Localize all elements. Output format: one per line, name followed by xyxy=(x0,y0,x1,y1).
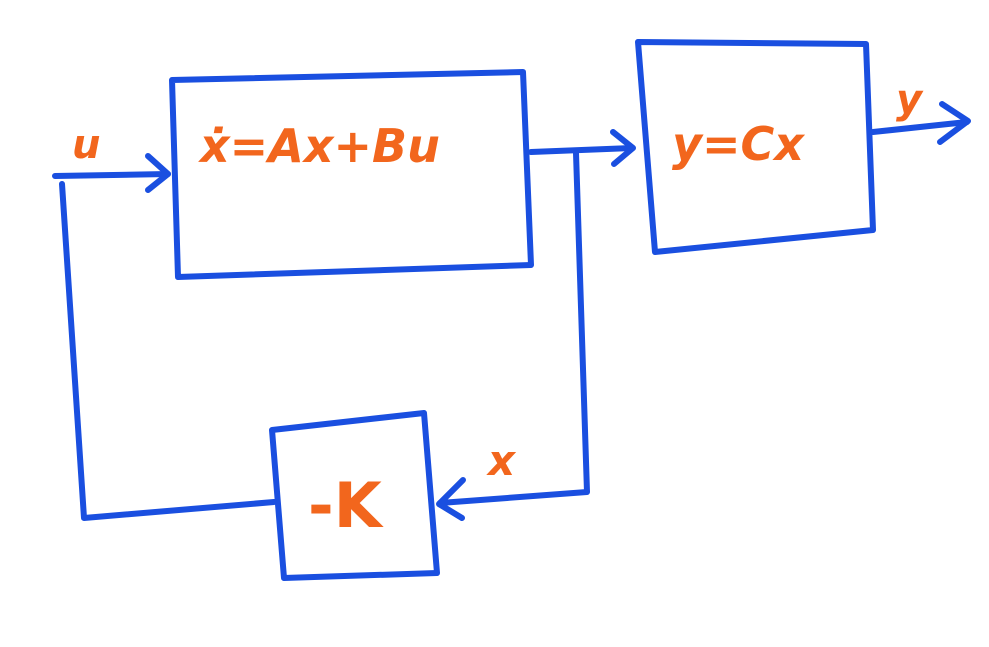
control-feedback xyxy=(59,181,277,521)
state-label: x xyxy=(486,436,517,485)
feedback-wire-down xyxy=(437,150,590,506)
state-equation-box xyxy=(169,69,534,280)
gain-label: -K xyxy=(308,469,384,542)
state-feedback: x xyxy=(436,150,590,521)
output-arrowhead xyxy=(937,101,971,145)
input-wire xyxy=(52,171,171,179)
gain-box xyxy=(269,410,440,581)
state-forward-arrowhead xyxy=(610,129,636,167)
input-label: u xyxy=(72,122,100,168)
feedback-wire-return xyxy=(59,181,277,521)
output-label: y xyxy=(896,77,924,123)
state-signal-forward xyxy=(528,129,636,167)
state-forward-wire xyxy=(528,145,635,155)
gain-block: -K xyxy=(269,410,440,581)
output-signal: y xyxy=(870,77,971,145)
state-equation-label: ẋ=Ax+Bu xyxy=(198,119,440,173)
feedback-arrowhead xyxy=(436,477,466,521)
output-equation-label: y=Cx xyxy=(672,117,805,171)
state-equation-block: ẋ=Ax+Bu xyxy=(169,69,534,280)
output-wire xyxy=(870,119,970,135)
output-equation-block: y=Cx xyxy=(635,39,876,255)
input-signal: u xyxy=(52,122,171,193)
input-arrowhead xyxy=(145,153,171,193)
output-equation-box xyxy=(635,39,876,255)
